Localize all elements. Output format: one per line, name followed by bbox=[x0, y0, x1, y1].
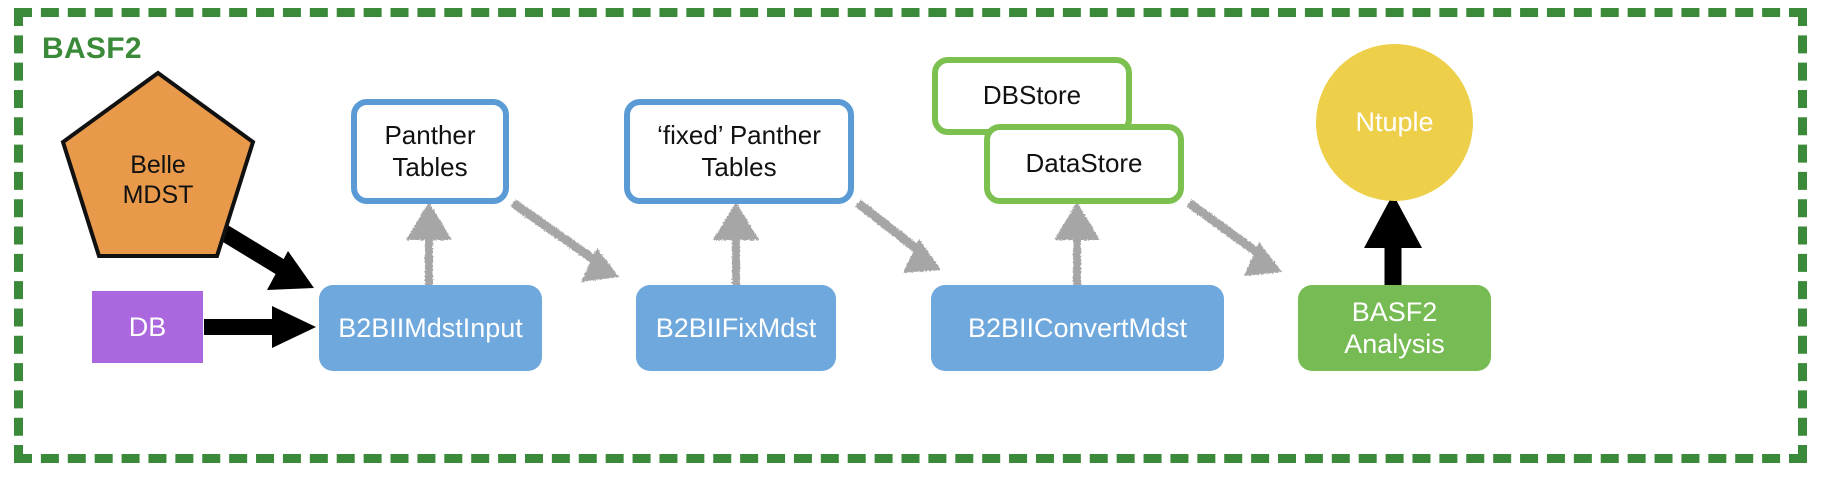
node-ntuple-label: Ntuple bbox=[1355, 107, 1434, 138]
node-panther-tables-label: Panther Tables bbox=[384, 120, 476, 182]
node-db[interactable]: DB bbox=[92, 291, 203, 363]
node-ntuple[interactable]: Ntuple bbox=[1316, 44, 1473, 201]
node-b2bii-fix-mdst-label: B2BIIFixMdst bbox=[655, 312, 817, 343]
node-datastore[interactable]: DataStore bbox=[984, 124, 1184, 204]
node-db-label: DB bbox=[128, 311, 167, 342]
node-basf2-analysis-label: BASF2 Analysis bbox=[1344, 296, 1445, 359]
node-fixed-panther-tables[interactable]: ‘fixed’ Panther Tables bbox=[624, 99, 854, 204]
pentagon-icon bbox=[60, 70, 256, 258]
node-dbstore-label: DBStore bbox=[982, 80, 1082, 111]
node-dbstore[interactable]: DBStore bbox=[932, 57, 1132, 135]
node-panther-tables[interactable]: Panther Tables bbox=[351, 99, 509, 204]
node-b2bii-convert-mdst[interactable]: B2BIIConvertMdst bbox=[931, 285, 1224, 371]
node-b2bii-convert-mdst-label: B2BIIConvertMdst bbox=[967, 312, 1188, 343]
node-b2bii-mdst-input-label: B2BIIMdstInput bbox=[338, 312, 523, 343]
basf2-frame-title: BASF2 bbox=[42, 32, 142, 65]
node-fixed-panther-tables-label: ‘fixed’ Panther Tables bbox=[657, 120, 821, 182]
node-belle-mdst[interactable]: Belle MDST bbox=[58, 68, 258, 263]
basf2-frame bbox=[14, 8, 1807, 463]
node-b2bii-mdst-input[interactable]: B2BIIMdstInput bbox=[319, 285, 542, 371]
node-datastore-label: DataStore bbox=[1025, 148, 1143, 179]
node-basf2-analysis[interactable]: BASF2 Analysis bbox=[1298, 285, 1491, 371]
node-b2bii-fix-mdst[interactable]: B2BIIFixMdst bbox=[636, 285, 836, 371]
